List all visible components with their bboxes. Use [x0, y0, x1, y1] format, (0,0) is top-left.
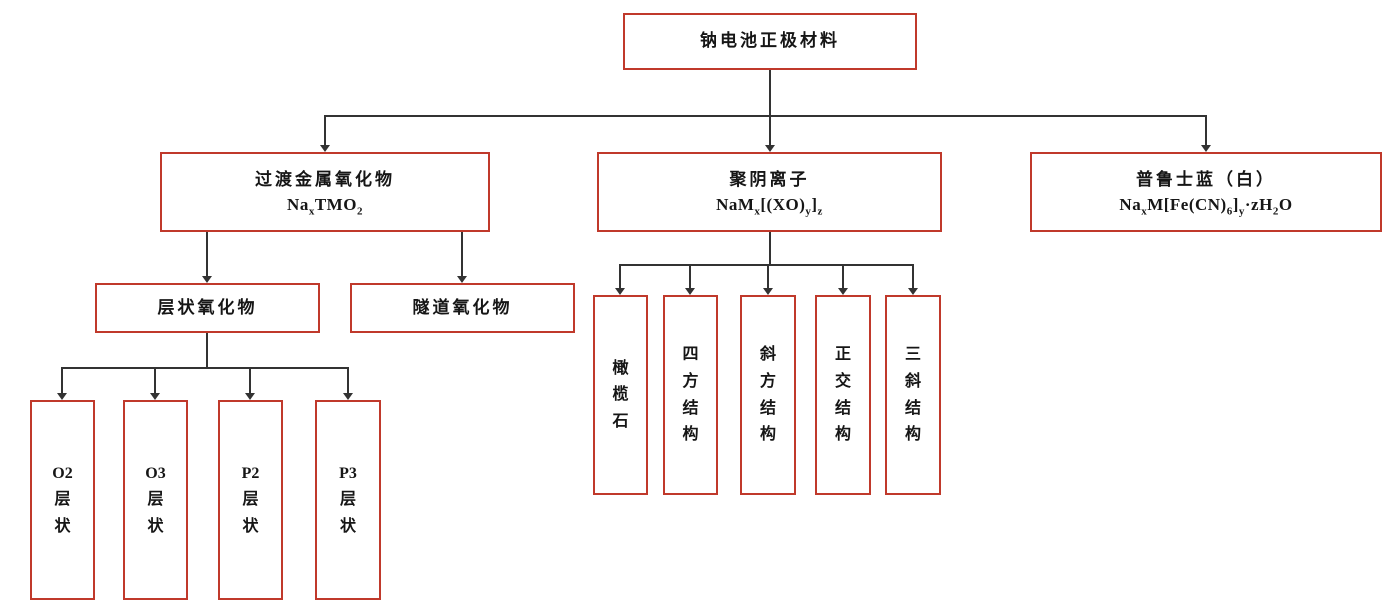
- vertical-char: 状: [339, 517, 356, 535]
- node-p3-layered: P3 层状: [315, 400, 381, 600]
- arrowhead-icon: [615, 288, 625, 295]
- connector-line: [769, 70, 771, 117]
- vertical-char: 橄: [612, 359, 629, 377]
- connector-line: [206, 333, 208, 369]
- connector-line: [61, 367, 349, 369]
- connector-line: [912, 264, 914, 288]
- vertical-char: P3: [339, 464, 357, 482]
- node-tetragonal-structure: 四方结构: [663, 295, 718, 495]
- vertical-char: 构: [834, 426, 851, 444]
- node-formula: NaxTMO2: [287, 194, 363, 218]
- arrowhead-icon: [150, 393, 160, 400]
- vertical-char: O2: [52, 464, 73, 482]
- node-layered-oxide: 层状氧化物: [95, 283, 320, 333]
- vertical-char: 层: [242, 491, 259, 509]
- vertical-char: 状: [147, 517, 164, 535]
- connector-line: [249, 367, 251, 393]
- connector-line: [619, 264, 621, 288]
- node-label: 过渡金属氧化物: [255, 170, 395, 190]
- vertical-char: 层: [147, 491, 164, 509]
- node-p2-layered: P2 层状: [218, 400, 283, 600]
- vertical-char: 层: [54, 491, 71, 509]
- vertical-char: 石: [612, 412, 629, 430]
- connector-line: [689, 264, 691, 288]
- vertical-char: 斜: [904, 372, 921, 390]
- arrowhead-icon: [457, 276, 467, 283]
- connector-line: [619, 264, 914, 266]
- vertical-char: 构: [759, 426, 776, 444]
- connector-line: [206, 232, 208, 276]
- vertical-char: 四: [682, 346, 699, 364]
- connector-line: [324, 115, 1207, 117]
- arrowhead-icon: [763, 288, 773, 295]
- connector-line: [461, 232, 463, 276]
- node-o3-layered: O3 层状: [123, 400, 188, 600]
- node-prussian-blue: 普鲁士蓝（白） NaxM[Fe(CN)6]y·zH2O: [1030, 152, 1382, 232]
- connector-line: [767, 264, 769, 288]
- vertical-char: 三: [904, 346, 921, 364]
- arrowhead-icon: [1201, 145, 1211, 152]
- arrowhead-icon: [838, 288, 848, 295]
- connector-line: [769, 115, 771, 145]
- node-root-cathode-materials: 钠电池正极材料: [623, 13, 917, 70]
- node-label: 普鲁士蓝（白）: [1136, 170, 1276, 190]
- vertical-char: 方: [759, 372, 776, 390]
- connector-line: [842, 264, 844, 288]
- node-orthorhombic-structure: 斜方结构: [740, 295, 796, 495]
- node-tunnel-oxide: 隧道氧化物: [350, 283, 575, 333]
- connector-line: [769, 232, 771, 266]
- node-olivine-structure: 橄榄石: [593, 295, 648, 495]
- vertical-char: O3: [145, 464, 166, 482]
- arrowhead-icon: [765, 145, 775, 152]
- node-orthogonal-structure: 正交结构: [815, 295, 871, 495]
- vertical-char: 正: [834, 346, 851, 364]
- node-transition-metal-oxide: 过渡金属氧化物 NaxTMO2: [160, 152, 490, 232]
- node-label: 聚阴离子: [729, 170, 810, 190]
- connector-line: [61, 367, 63, 393]
- node-label: 钠电池正极材料: [700, 31, 840, 51]
- vertical-char: 方: [682, 372, 699, 390]
- vertical-char: 结: [904, 399, 921, 417]
- vertical-char: 构: [682, 426, 699, 444]
- vertical-char: 结: [759, 399, 776, 417]
- vertical-char: 状: [54, 517, 71, 535]
- arrowhead-icon: [908, 288, 918, 295]
- vertical-char: 结: [682, 399, 699, 417]
- connector-line: [347, 367, 349, 393]
- arrowhead-icon: [685, 288, 695, 295]
- connector-line: [324, 115, 326, 145]
- arrowhead-icon: [202, 276, 212, 283]
- node-triclinic-structure: 三斜结构: [885, 295, 941, 495]
- node-formula: NaMx[(XO)y]z: [716, 194, 823, 218]
- node-polyanion: 聚阴离子 NaMx[(XO)y]z: [597, 152, 942, 232]
- node-label: 层状氧化物: [157, 297, 258, 317]
- node-o2-layered: O2 层状: [30, 400, 95, 600]
- arrowhead-icon: [57, 393, 67, 400]
- arrowhead-icon: [245, 393, 255, 400]
- vertical-char: 状: [242, 517, 259, 535]
- vertical-char: 交: [834, 372, 851, 390]
- vertical-char: 斜: [759, 346, 776, 364]
- node-label: 隧道氧化物: [412, 297, 513, 317]
- vertical-char: 构: [904, 426, 921, 444]
- node-formula: NaxM[Fe(CN)6]y·zH2O: [1119, 194, 1293, 218]
- vertical-char: 榄: [612, 386, 629, 404]
- vertical-char: P2: [241, 464, 260, 482]
- connector-line: [154, 367, 156, 393]
- vertical-char: 结: [834, 399, 851, 417]
- connector-line: [1205, 115, 1207, 145]
- arrowhead-icon: [343, 393, 353, 400]
- arrowhead-icon: [320, 145, 330, 152]
- vertical-char: 层: [339, 491, 356, 509]
